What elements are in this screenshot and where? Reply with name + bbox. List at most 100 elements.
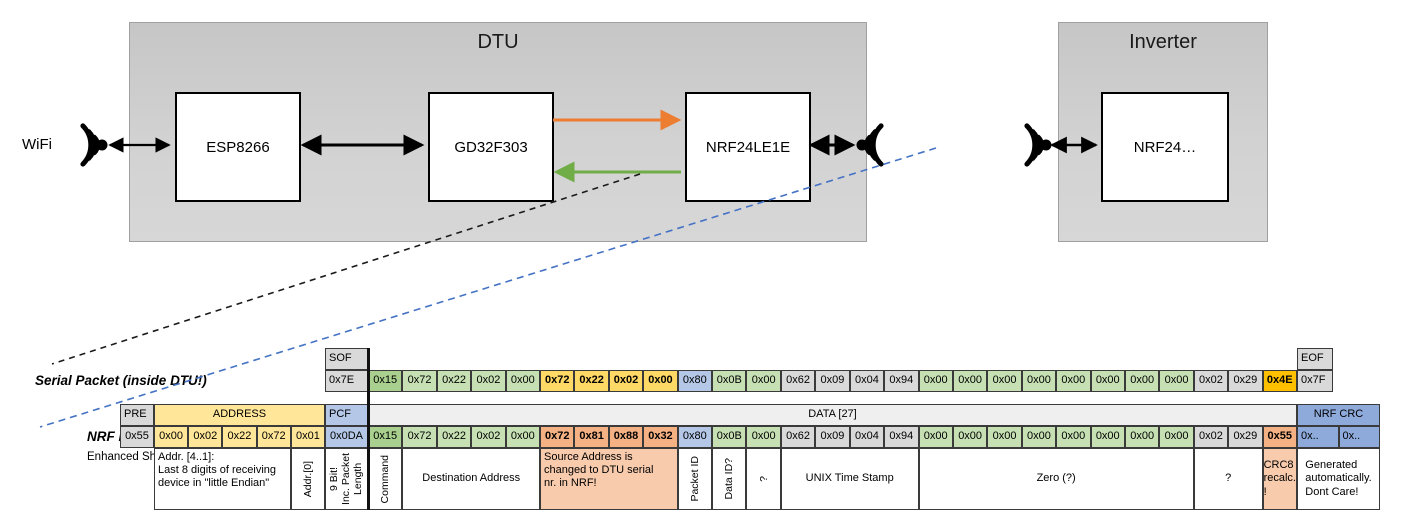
serial-byte-cell: 0x00 — [918, 370, 953, 392]
annotation-cell: Destination Address — [402, 448, 541, 510]
nrf-address-byte-cell: 0x22 — [222, 426, 257, 448]
annotation-cell: Addr.[0] — [290, 448, 325, 510]
nrf-byte-cell: 0x81 — [574, 426, 609, 448]
annotation-cell: Zero (?) — [918, 448, 1194, 510]
nrf-address-byte-cell: 0x00 — [154, 426, 189, 448]
serial-byte-cell: 0x04 — [849, 370, 885, 392]
serial-byte-cell: 0x94 — [884, 370, 919, 392]
nrf-byte-cell: 0x00 — [746, 426, 781, 448]
serial-packet-label: Serial Packet (inside DTU!) — [35, 373, 207, 388]
serial-sof-value: 0x7E — [325, 370, 368, 392]
nrf-address-byte-cell: 0x72 — [256, 426, 291, 448]
nrf-byte-cell: 0x00 — [1159, 426, 1194, 448]
serial-byte-cell: 0x00 — [987, 370, 1022, 392]
dtu-title: DTU — [477, 31, 519, 53]
nrf-byte-cell: 0x55 — [1262, 426, 1297, 448]
annotation-cell: Command — [368, 448, 403, 510]
nrf-address-header: ADDRESS — [154, 404, 325, 426]
annotation-cell: Source Address is changed to DTU serial … — [540, 448, 678, 510]
nrf-byte-cell: 0x22 — [436, 426, 472, 448]
serial-byte-cell: 0x09 — [815, 370, 850, 392]
annotation-cell: Addr. [4..1]: Last 8 digits of receiving… — [154, 448, 291, 510]
serial-byte-cell: 0x00 — [1021, 370, 1057, 392]
nrf-byte-cell: 0x94 — [884, 426, 919, 448]
serial-byte-cell: 0x00 — [746, 370, 781, 392]
vertical-label: ? — [757, 476, 770, 482]
inverter-container: Inverter — [1058, 22, 1268, 242]
serial-eof-header: EOF — [1297, 348, 1333, 370]
vertical-label: Addr.[0] — [301, 460, 314, 498]
nrf-byte-cell: 0x00 — [918, 426, 953, 448]
nrf-byte-cell: 0x02 — [471, 426, 506, 448]
nrf-byte-cell: 0x00 — [1056, 426, 1091, 448]
gd32f303-box: GD32F303 — [428, 92, 554, 202]
nrf-byte-cell: 0x80 — [677, 426, 713, 448]
serial-byte-cell: 0x02 — [471, 370, 506, 392]
vertical-label: Command — [379, 454, 392, 504]
nrf-address-byte-cell: 0x01 — [290, 426, 325, 448]
annotation-cell: CRC8 recalc. ! — [1262, 448, 1297, 510]
annotation-cell: UNIX Time Stamp — [780, 448, 919, 510]
serial-byte-cell: 0x22 — [436, 370, 472, 392]
nrf-pre-header: PRE — [120, 404, 154, 426]
annotation-cell: Data ID? — [712, 448, 747, 510]
nrf-byte-cell: 0x88 — [608, 426, 644, 448]
inverter-title: Inverter — [1129, 31, 1197, 53]
serial-byte-cell: 0x72 — [402, 370, 437, 392]
vertical-label: Data ID? — [723, 458, 736, 500]
nrf24le1e-box: NRF24LE1E — [685, 92, 811, 202]
nrf-byte-cell: 0x02 — [1193, 426, 1229, 448]
inverter-nrf24-box: NRF24… — [1101, 92, 1229, 202]
nrf-byte-cell: 0x32 — [643, 426, 678, 448]
nrf-address-byte-cell: 0x02 — [188, 426, 223, 448]
nrf-data-header: DATA [27] — [368, 404, 1297, 426]
nrf-pcf-value: 0x0DA — [325, 426, 368, 448]
nrf-byte-cell: 0x00 — [952, 426, 988, 448]
alignment-divider-line — [366, 348, 370, 510]
nrf-byte-cell: 0x15 — [368, 426, 403, 448]
nrf-byte-cell: 0x62 — [780, 426, 816, 448]
nrf-byte-cell: 0x00 — [1124, 426, 1160, 448]
serial-byte-cell: 0x00 — [1090, 370, 1125, 392]
nrf-byte-cell: 0x00 — [987, 426, 1022, 448]
serial-byte-cell: 0x00 — [1056, 370, 1091, 392]
serial-byte-cell: 0x00 — [952, 370, 988, 392]
serial-eof-value: 0x7F — [1297, 370, 1333, 392]
nrf-byte-cell: 0x04 — [849, 426, 885, 448]
serial-byte-cell: 0x00 — [1124, 370, 1160, 392]
serial-byte-cell: 0x0B — [712, 370, 747, 392]
serial-byte-cell: 0x02 — [1193, 370, 1229, 392]
serial-byte-cell: 0x00 — [1159, 370, 1194, 392]
serial-byte-cell: 0x00 — [505, 370, 541, 392]
annotation-cell: Packet ID — [677, 448, 713, 510]
inverter-nrf24-label: NRF24… — [1133, 138, 1197, 156]
nrf-crc-header: NRF CRC — [1297, 404, 1380, 426]
nrf-byte-cell: 0x72 — [540, 426, 575, 448]
nrf-crc-value-cell: 0x.. — [1297, 426, 1339, 448]
nrf24le1e-label: NRF24LE1E — [705, 138, 791, 156]
nrf-byte-cell: 0x29 — [1228, 426, 1263, 448]
vertical-label: 9 Bit! Inc. Packet Length — [328, 453, 365, 505]
annotation-cell: Generated automatically. Dont Care! — [1297, 448, 1380, 510]
nrf-pcf-header: PCF — [325, 404, 368, 426]
annotation-cell: 9 Bit! Inc. Packet Length — [325, 448, 368, 510]
serial-byte-cell: 0x62 — [780, 370, 816, 392]
serial-byte-cell: 0x00 — [643, 370, 678, 392]
gd32f303-label: GD32F303 — [454, 138, 528, 156]
nrf-crc-value-cell: 0x.. — [1338, 426, 1380, 448]
nrf-byte-cell: 0x00 — [505, 426, 541, 448]
esp8266-box: ESP8266 — [175, 92, 301, 202]
serial-byte-cell: 0x72 — [540, 370, 575, 392]
vertical-label: Packet ID — [688, 456, 701, 502]
nrf-byte-cell: 0x72 — [402, 426, 437, 448]
nrf-byte-cell: 0x00 — [1090, 426, 1125, 448]
esp8266-label: ESP8266 — [206, 138, 270, 156]
annotation-cell: ? — [746, 448, 781, 510]
serial-byte-cell: 0x4E — [1262, 370, 1297, 392]
nrf-byte-cell: 0x0B — [712, 426, 747, 448]
nrf-byte-cell: 0x00 — [1021, 426, 1057, 448]
serial-sof-header: SOF — [325, 348, 368, 370]
nrf-pre-value: 0x55 — [120, 426, 154, 448]
